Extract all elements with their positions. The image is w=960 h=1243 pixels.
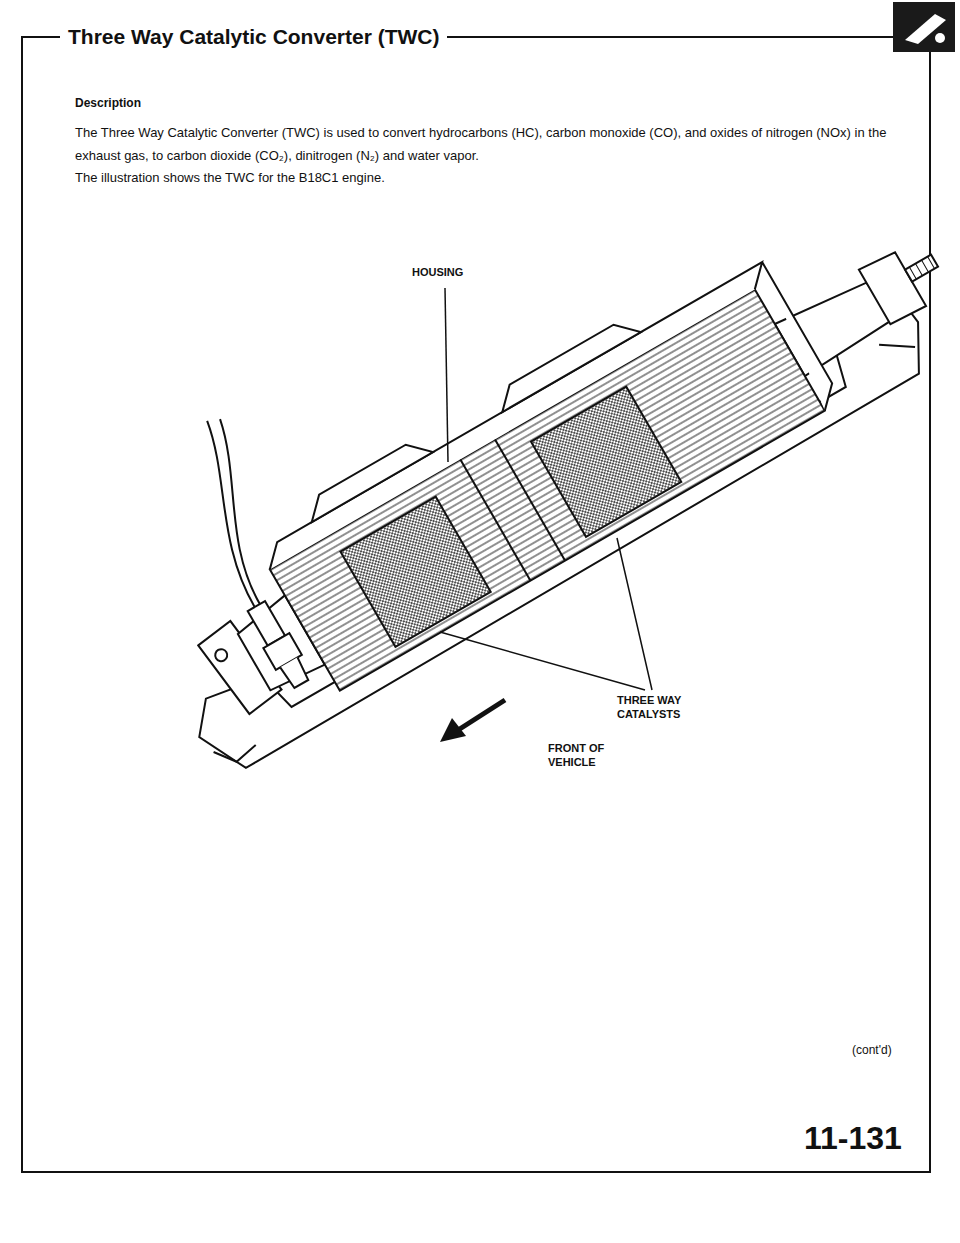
continued-note: (cont'd) <box>852 1043 892 1058</box>
direction-arrowhead <box>440 718 466 742</box>
description-text: The illustration shows the TWC for the B… <box>75 170 905 186</box>
leader-line <box>445 288 448 462</box>
part-label: HOUSING <box>412 266 463 280</box>
direction-arrow <box>455 700 505 732</box>
description-text: The Three Way Catalytic Converter (TWC) … <box>75 122 905 168</box>
page-frame <box>22 37 930 1172</box>
converter-illustration <box>64 66 960 781</box>
part-label: THREE WAY CATALYSTS <box>617 694 712 722</box>
section-icon <box>893 2 955 52</box>
page-title: Three Way Catalytic Converter (TWC) <box>60 24 447 50</box>
leader-line <box>440 538 652 690</box>
page-number: 11-131 <box>800 1118 906 1158</box>
direction-label: FRONT OF VEHICLE <box>548 742 633 770</box>
section-heading: Description <box>75 96 141 111</box>
